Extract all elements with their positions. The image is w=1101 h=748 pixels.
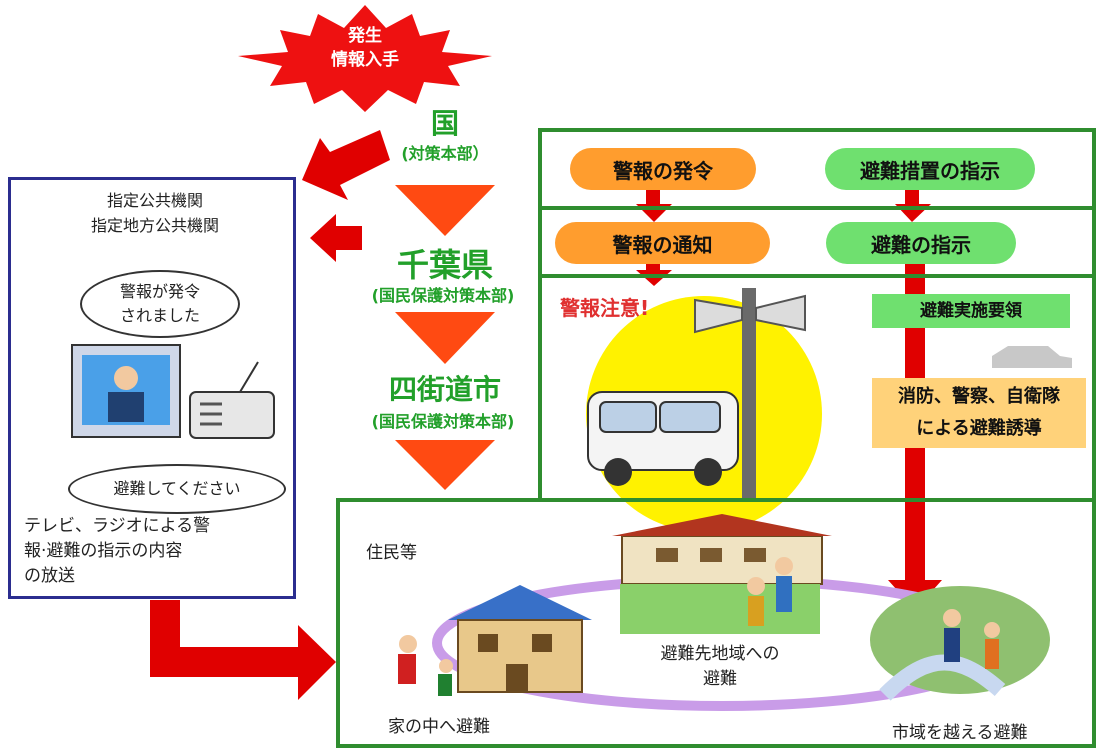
outside-evac-label: 市域を越える避難 — [892, 723, 1028, 743]
radio-antenna — [239, 361, 259, 393]
residents-box — [336, 498, 1096, 748]
public-org-box — [8, 177, 296, 599]
prefecture-sub: (国民保護対策本部) — [371, 286, 515, 305]
triangle-down-2 — [395, 312, 495, 364]
speech-bubble-evacuate: 避難してください — [68, 464, 286, 514]
triangle-down-3 — [395, 440, 495, 490]
city-title: 四街道市 — [388, 373, 501, 406]
arrow-stem-1 — [646, 190, 660, 204]
public-org-line-1: 指定公共機関 — [106, 191, 203, 210]
starburst-shape — [238, 5, 492, 112]
caption-line-3: の放送 — [24, 566, 75, 586]
tv-announcer-body — [108, 392, 144, 422]
hiker — [944, 628, 960, 662]
patrol-car — [992, 346, 1072, 368]
path — [879, 654, 1006, 701]
van-window — [599, 401, 657, 433]
bubble-top-line-1: 警報が発令 — [119, 282, 200, 301]
person-red — [398, 654, 416, 684]
bubble-bottom-text: 避難してください — [113, 479, 241, 498]
person-adult — [748, 596, 764, 626]
evac-manual-label: 避難実施要領 — [872, 294, 1070, 328]
person-adult-2 — [776, 576, 792, 612]
alarm-issue-pill: 警報の発令 — [570, 148, 756, 190]
van-window-2 — [659, 401, 721, 433]
national-title: 国 — [430, 107, 459, 140]
prefecture-title: 千葉県 — [396, 246, 493, 284]
tv-announcer-head — [114, 366, 138, 390]
burst-label: 発生 情報入手 — [305, 24, 425, 72]
house-roof — [448, 585, 592, 620]
public-org-line-2: 指定地方公共機関 — [90, 216, 219, 235]
public-org-title: 指定公共機関 指定地方公共機関 — [50, 188, 260, 238]
van-wheel-2 — [694, 458, 722, 486]
national-sub: (対策本部） — [401, 144, 489, 163]
speaker-pole — [742, 288, 756, 502]
area-evac-line-2: 避難 — [703, 669, 737, 689]
speaker-right — [755, 294, 806, 332]
speech-bubble-warning: 警報が発令 されました — [80, 270, 240, 338]
bubble-top-line-2: されました — [119, 306, 200, 325]
residents-title: 住民等 — [366, 543, 417, 563]
alarm-notify-pill: 警報の通知 — [555, 222, 770, 264]
caption-line-1: テレビ、ラジオによる警 — [24, 516, 211, 536]
school-roof — [612, 514, 832, 536]
person-child — [438, 674, 452, 696]
public-org-caption: テレビ、ラジオによる警 報·避難の指示の内容 の放送 — [24, 514, 294, 589]
arrow-national-to-org — [302, 130, 390, 200]
city-sub: (国民保護対策本部) — [371, 412, 515, 431]
van-wheel — [604, 458, 632, 486]
alarm-attention-text: 警報注意! — [560, 296, 650, 320]
area-evac-line-1: 避難先地域への — [660, 644, 780, 664]
arrow-stem-2 — [905, 190, 919, 204]
evac-measure-pill: 避難措置の指示 — [825, 148, 1035, 190]
guidance-label: 消防、警察、自衛隊 による避難誘導 — [872, 378, 1086, 448]
arrow-org-right — [150, 647, 300, 677]
guidance-line-1: 消防、警察、自衛隊 — [898, 386, 1060, 407]
burst-line-2: 情報入手 — [331, 50, 399, 70]
arrow-org-head — [298, 625, 336, 700]
area-evac-label: 避難先地域への 避難 — [640, 642, 800, 692]
caption-line-2: 報·避難の指示の内容 — [24, 541, 183, 561]
evac-order-pill: 避難の指示 — [826, 222, 1016, 264]
burst-line-1: 発生 — [348, 26, 382, 46]
speaker-left — [694, 298, 743, 334]
indoor-evac-label: 家の中へ避難 — [388, 717, 490, 737]
hiker-2 — [985, 639, 999, 669]
arrow-prefecture-to-org — [310, 214, 362, 262]
triangle-down-1 — [395, 185, 495, 236]
guidance-line-2: による避難誘導 — [916, 418, 1042, 439]
